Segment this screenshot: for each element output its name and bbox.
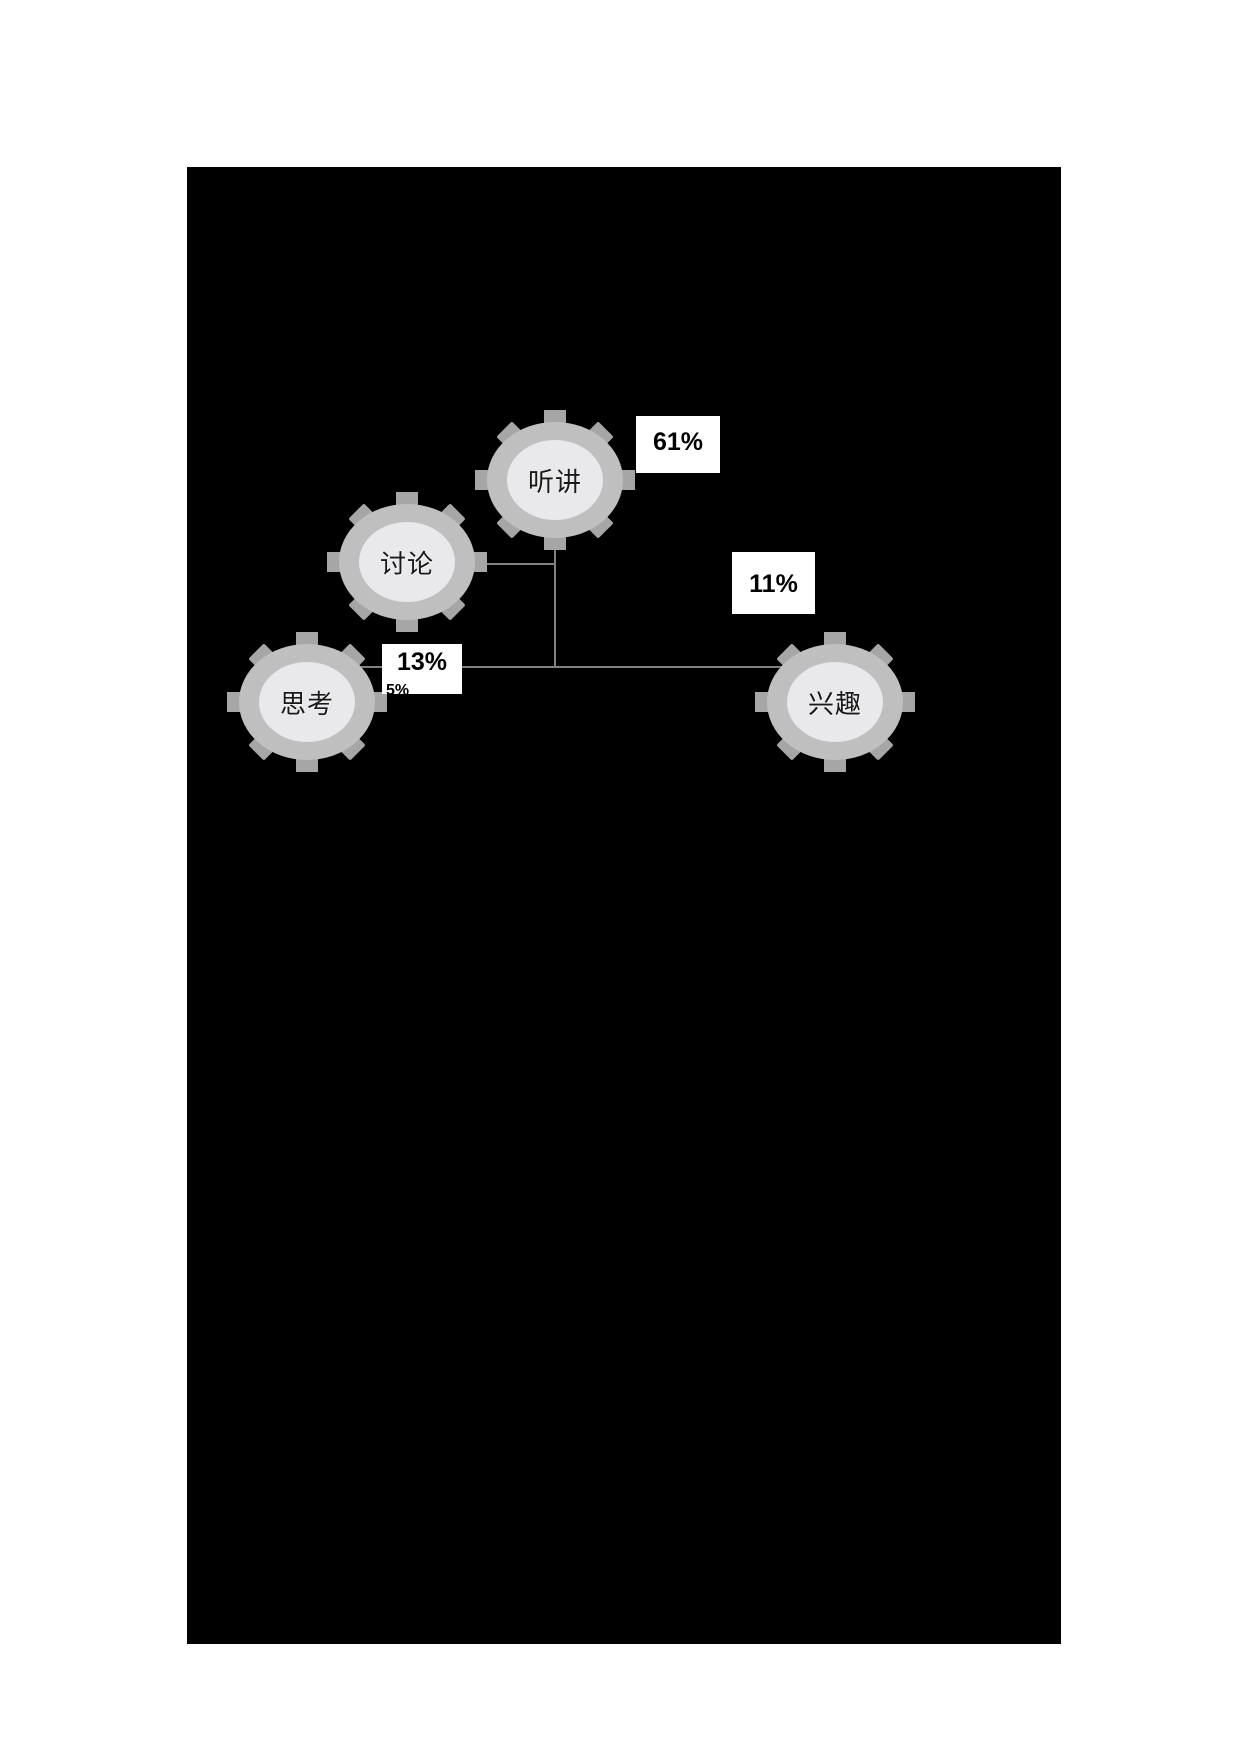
gear-node-label: 讨论 — [379, 549, 434, 580]
gear-node-si[interactable]: 思考 — [227, 632, 387, 772]
gear-node-label: 兴趣 — [807, 689, 862, 720]
gear-icon — [227, 632, 387, 772]
callout-61-percent[interactable]: 61% — [636, 416, 720, 473]
connector-lines — [304, 542, 836, 699]
callout-value: 13% — [396, 648, 448, 676]
gear-node-label: 思考 — [279, 689, 334, 720]
callout-11-percent[interactable]: 11% — [732, 552, 815, 614]
gear-icon — [327, 492, 487, 632]
gear-node-tao[interactable]: 讨论 — [327, 492, 487, 632]
callout-13-percent[interactable]: 13% 5% — [382, 644, 462, 694]
gear-icon — [475, 410, 635, 550]
callout-secondary-value: 5% — [386, 682, 410, 695]
gear-node-xing[interactable]: 兴趣 — [755, 632, 915, 772]
gear-node-label: 听讲 — [527, 467, 582, 498]
callout-value: 11% — [749, 570, 798, 598]
diagram-canvas: 听讲 讨论 — [187, 167, 1061, 1644]
callout-value: 61% — [652, 428, 704, 456]
gear-icon — [755, 632, 915, 772]
gear-node-ting[interactable]: 听讲 — [475, 410, 635, 550]
